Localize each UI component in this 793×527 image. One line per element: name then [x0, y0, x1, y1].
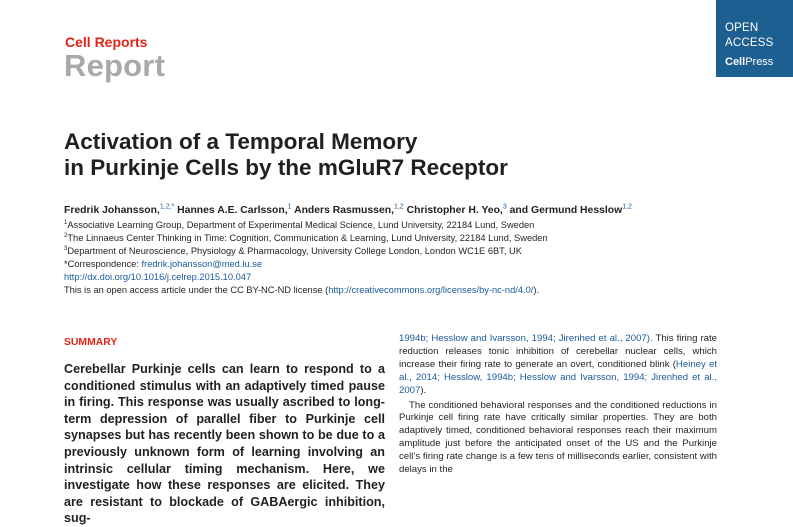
citation-link[interactable]: Heiney et al., 2014; Hesslow, 1994b; Hes…: [399, 358, 717, 396]
affiliation-2: 2The Linnaeus Center Thinking in Time: C…: [64, 233, 548, 244]
article-type: Report: [64, 48, 166, 83]
title-line-1: Activation of a Temporal Memory: [64, 129, 418, 154]
title-line-2: in Purkinje Cells by the mGluR7 Receptor: [64, 155, 508, 180]
doi: http://dx.doi.org/10.1016/j.celrep.2015.…: [64, 272, 251, 282]
license-link[interactable]: http://creativecommons.org/licenses/by-n…: [328, 285, 534, 295]
paragraph: 1994b; Hesslow and Ivarsson, 1994; Jiren…: [399, 333, 717, 396]
open-access-badge[interactable]: OPEN ACCESS CellPress: [716, 0, 793, 77]
author-list: Fredrik Johansson,1,2,* Hannes A.E. Carl…: [64, 204, 632, 216]
author: Christopher H. Yeo,3: [406, 204, 507, 217]
citation-link[interactable]: 1994b; Hesslow and Ivarsson, 1994; Jiren…: [399, 333, 653, 344]
affiliation-3: 3Department of Neuroscience, Physiology …: [64, 246, 522, 257]
email-link[interactable]: fredrik.johansson@med.lu.se: [141, 259, 263, 269]
badge-open-text: OPEN: [725, 22, 759, 34]
summary-text: Cerebellar Purkinje cells can learn to r…: [64, 362, 385, 526]
body-text-column: 1994b; Hesslow and Ivarsson, 1994; Jiren…: [399, 333, 717, 477]
affiliation-1: 1Associative Learning Group, Department …: [64, 220, 535, 231]
article-title: Activation of a Temporal Memory in Purki…: [64, 129, 624, 181]
summary-heading: SUMMARY: [64, 337, 118, 348]
author: Fredrik Johansson,1,2,*: [64, 204, 175, 217]
author: Hannes A.E. Carlsson,1: [177, 204, 292, 217]
paragraph: The conditioned behavioral responses and…: [399, 399, 717, 476]
correspondence: *Correspondence: fredrik.johansson@med.l…: [64, 259, 263, 269]
cellpress-logo: CellPress: [725, 56, 774, 68]
author: and Germund Hesslow1,2: [509, 204, 632, 217]
journal-name: Cell Reports: [65, 34, 148, 50]
doi-link[interactable]: http://dx.doi.org/10.1016/j.celrep.2015.…: [64, 272, 252, 282]
license-statement: This is an open access article under the…: [64, 285, 540, 295]
badge-access-text: ACCESS: [725, 37, 774, 49]
author: Anders Rasmussen,1,2: [294, 204, 404, 217]
